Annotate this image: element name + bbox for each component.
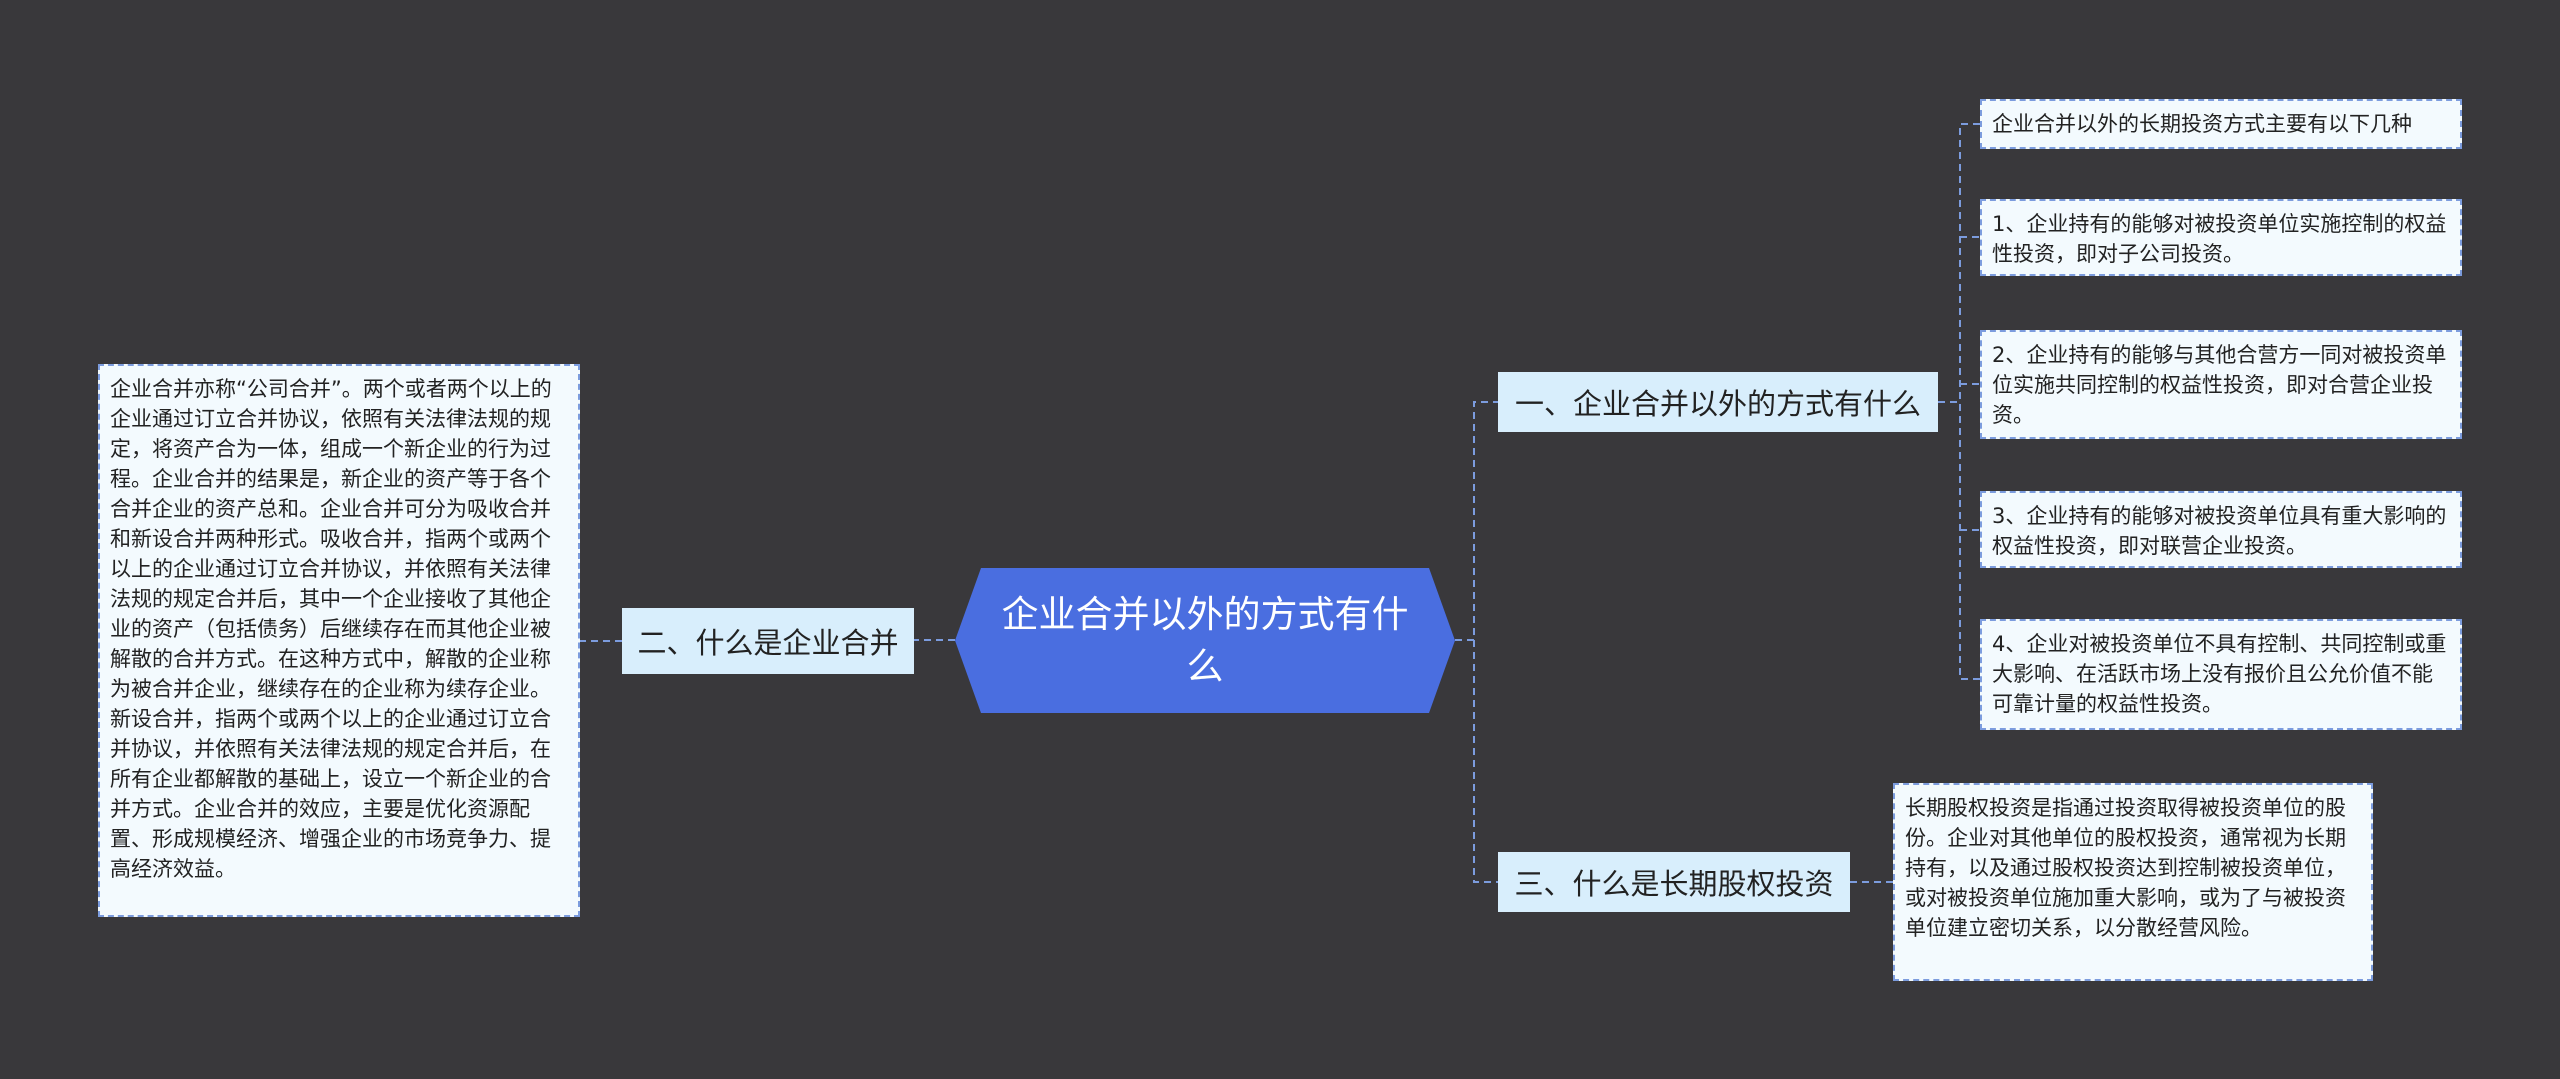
leaf-topic-method-1[interactable]: 1、企业持有的能够对被投资单位实施控制的权益性投资，即对子公司投资。 — [1980, 199, 2462, 276]
root-topic-label: 企业合并以外的方式有什么 — [1001, 592, 1409, 688]
leaf-topic-method-3[interactable]: 3、企业持有的能够对被投资单位具有重大影响的权益性投资，即对联营企业投资。 — [1980, 491, 2462, 568]
connector-root-branch-3 — [1473, 640, 1498, 883]
connector-branch-1-leaves — [1959, 123, 1980, 680]
branch-topic-merger[interactable]: 二、什么是企业合并 — [622, 608, 914, 674]
leaf-topic-methods-intro[interactable]: 企业合并以外的长期投资方式主要有以下几种 — [1980, 99, 2462, 149]
root-topic[interactable]: 企业合并以外的方式有什么 — [955, 568, 1455, 713]
leaf-topic-method-2[interactable]: 2、企业持有的能够与其他合营方一同对被投资单位实施共同控制的权益性投资，即对合营… — [1980, 330, 2462, 439]
connector-root-branch-1 — [1455, 401, 1498, 641]
leaf-topic-merger-definition[interactable]: 企业合并亦称“公司合并”。两个或者两个以上的企业通过订立合并协议，依照有关法律法… — [98, 364, 580, 917]
branch-topic-methods-label: 一、企业合并以外的方式有什么 — [1514, 387, 1921, 421]
branch-topic-methods[interactable]: 一、企业合并以外的方式有什么 — [1498, 372, 1938, 432]
branch-topic-merger-label: 二、什么是企业合并 — [637, 626, 899, 660]
leaf-topic-equity-investment-definition[interactable]: 长期股权投资是指通过投资取得被投资单位的股份。企业对其他单位的股权投资，通常视为… — [1893, 783, 2373, 981]
leaf-topic-method-4[interactable]: 4、企业对被投资单位不具有控制、共同控制或重大影响、在活跃市场上没有报价且公允价… — [1980, 619, 2462, 730]
branch-topic-equity-investment[interactable]: 三、什么是长期股权投资 — [1498, 852, 1850, 912]
branch-topic-equity-investment-label: 三、什么是长期股权投资 — [1514, 867, 1834, 901]
